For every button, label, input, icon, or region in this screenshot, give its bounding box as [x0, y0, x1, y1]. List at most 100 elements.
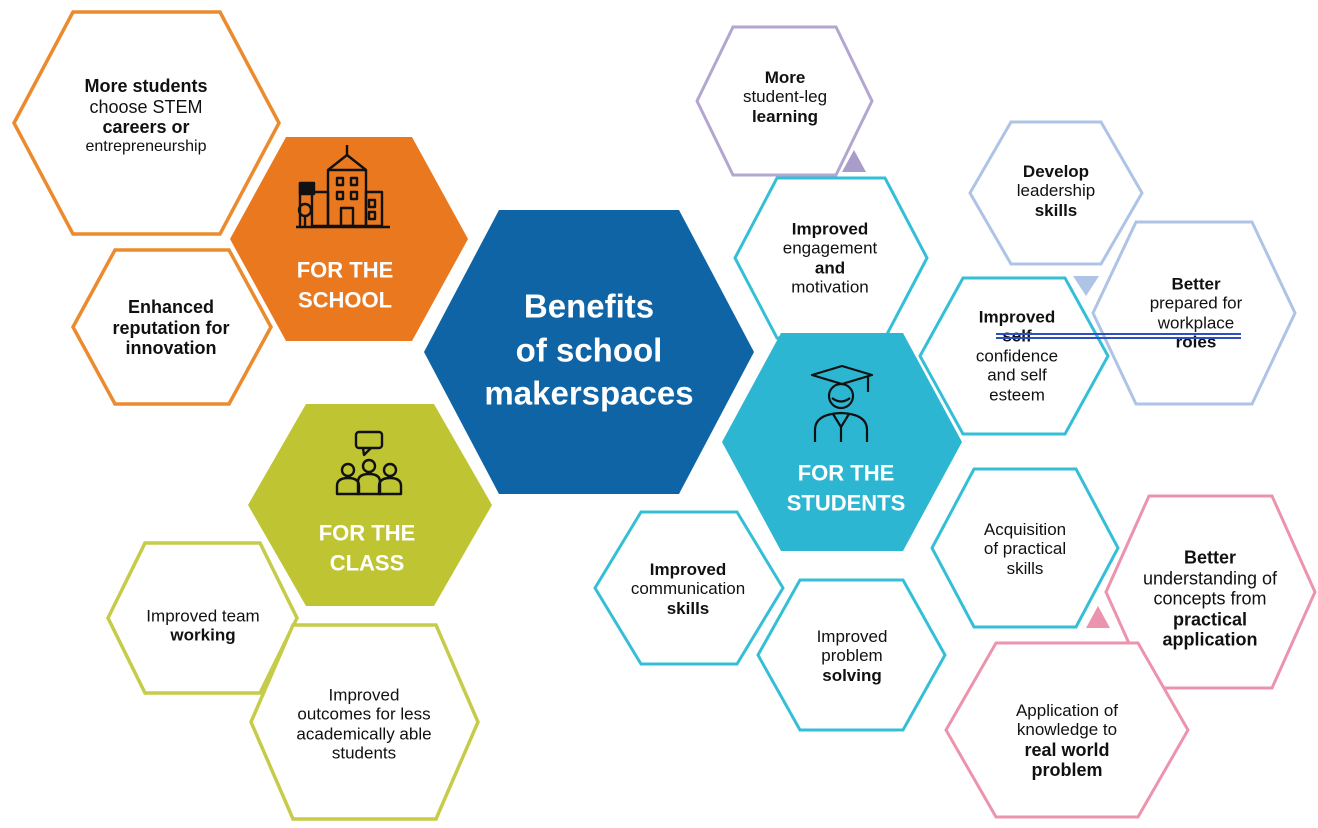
benefit-text-line: student-leg — [742, 87, 828, 107]
benefit-text-line: application — [1162, 629, 1258, 650]
benefit-text-line: self — [1002, 326, 1032, 346]
benefit-text-line: Improved — [328, 685, 400, 705]
benefit-better-understanding: Better understanding of concepts from pr… — [1143, 548, 1277, 651]
benefit-text-line: Improved — [816, 626, 888, 646]
benefit-improved-team-working: Improved team working — [146, 607, 259, 646]
category-class-line-2: CLASS — [329, 550, 405, 575]
benefit-text-line: motivation — [791, 277, 869, 297]
center-title: Benefits of school makerspaces — [484, 285, 693, 416]
benefit-text-line: Acquisition — [983, 519, 1067, 539]
benefit-text-line: students — [331, 743, 397, 763]
hex-develop-leadership — [968, 120, 1144, 266]
benefit-text-line: understanding of — [1142, 568, 1278, 589]
hex-more-students-stem — [12, 10, 281, 236]
benefit-text-line: academically able — [296, 724, 432, 743]
hex-improved-outcomes — [249, 623, 480, 821]
benefit-text-line: skills — [666, 598, 710, 618]
hex-improved-self-confidence — [918, 276, 1110, 436]
benefit-text-line: Better — [1171, 274, 1221, 294]
benefit-text-line: of practical — [983, 539, 1067, 559]
benefit-text-line: solving — [822, 665, 882, 685]
benefit-better-prepared: Better prepared for workplace roles — [1150, 274, 1243, 352]
category-students-label: FOR THE STUDENTS — [787, 458, 906, 517]
category-students-line-2: STUDENTS — [786, 490, 906, 515]
benefit-text-line: More students — [84, 76, 208, 97]
benefit-text-line: problem — [1031, 760, 1103, 781]
hex-improved-team-working — [106, 541, 299, 695]
benefit-text-line: skills — [1034, 200, 1078, 220]
graduate-student-icon — [810, 364, 874, 442]
category-class-line-1: FOR THE — [318, 520, 416, 546]
benefit-text-line: careers or — [102, 117, 190, 138]
hex-better-prepared — [1091, 220, 1297, 406]
benefit-text-line: Improved — [649, 559, 727, 579]
hex-center — [424, 210, 754, 494]
benefit-text-line: Improved — [791, 219, 869, 239]
benefit-text-line: skills — [1006, 558, 1044, 578]
benefit-text-line: engagement — [782, 238, 878, 258]
center-title-line-3: makerspaces — [484, 374, 694, 412]
benefit-text-line: choose STEM — [89, 96, 203, 117]
connector-triangle-lightblue — [1073, 276, 1099, 296]
benefit-text-line: knowledge to — [1016, 720, 1118, 740]
benefit-improved-engagement: Improved engagement and motivation — [783, 219, 878, 297]
benefit-enhanced-reputation: Enhanced reputation for innovation — [113, 297, 230, 359]
benefit-text-line: Improved — [978, 307, 1056, 327]
double-underline-mark — [996, 333, 1241, 339]
category-school-line-2: SCHOOL — [297, 287, 393, 312]
benefit-text-line: and — [814, 258, 846, 277]
benefit-acquisition-practical: Acquisition of practical skills — [984, 520, 1066, 578]
hex-more-student-led-learning — [695, 25, 874, 177]
benefit-application-knowledge: Application of knowledge to real world p… — [1016, 701, 1118, 781]
benefit-text-line: Better — [1183, 547, 1237, 568]
category-school-line-1: FOR THE — [296, 257, 394, 283]
benefit-text-line: innovation — [125, 338, 217, 359]
benefit-text-line: entrepreneurship — [85, 137, 207, 155]
benefit-text-line: concepts from — [1153, 588, 1267, 609]
benefit-develop-leadership: Develop leadership skills — [1017, 162, 1095, 220]
center-title-line-1: Benefits — [523, 287, 655, 325]
benefit-text-line: working — [170, 626, 236, 645]
benefit-text-line: prepared for — [1149, 293, 1243, 313]
hex-improved-engagement — [733, 176, 929, 340]
benefit-text-line: Application of — [1015, 701, 1119, 721]
benefit-more-student-led-learning: More student-leg learning — [743, 68, 827, 126]
benefit-text-line: Enhanced — [127, 297, 215, 318]
benefit-text-line: esteem — [989, 385, 1045, 405]
hex-for-the-school — [230, 137, 468, 341]
hex-improved-problem-solving — [756, 578, 947, 732]
benefit-text-line: practical — [1172, 609, 1248, 630]
connector-triangle-pink — [1086, 606, 1110, 628]
hex-for-the-class — [248, 404, 492, 606]
benefit-improved-communication: Improved communication skills — [631, 560, 745, 618]
category-students-line-1: FOR THE — [797, 460, 895, 486]
connector-triangle-lavender — [842, 150, 866, 172]
category-class-label: FOR THE CLASS — [319, 518, 416, 577]
benefit-text-line: More — [764, 67, 806, 87]
center-title-line-2: of school — [515, 331, 663, 369]
hex-enhanced-reputation — [71, 248, 273, 406]
benefit-text-line: workplace — [1157, 313, 1235, 332]
hex-acquisition-practical — [930, 467, 1120, 629]
benefit-text-line: learning — [751, 106, 819, 126]
benefit-text-line: Improved team — [146, 606, 260, 626]
benefit-text-line: reputation for — [112, 317, 230, 338]
benefit-improved-problem-solving: Improved problem solving — [817, 627, 888, 685]
benefit-text-line: leadership — [1016, 181, 1096, 201]
benefit-more-students-stem: More students choose STEM careers or ent… — [84, 76, 207, 156]
benefit-text-line: confidence — [975, 346, 1059, 366]
benefit-text-line: Develop — [1022, 161, 1090, 181]
hex-improved-communication — [593, 510, 785, 666]
benefit-text-line: communication — [630, 579, 746, 599]
benefit-text-line: real world — [1024, 739, 1110, 760]
benefit-text-line: and self — [987, 365, 1047, 385]
benefit-improved-outcomes: Improved outcomes for less academically … — [296, 685, 431, 763]
category-school-label: FOR THE SCHOOL — [297, 255, 394, 314]
benefit-text-line: outcomes for less — [297, 704, 431, 724]
benefit-text-line: problem — [821, 646, 883, 666]
hex-application-knowledge — [944, 641, 1190, 819]
group-discussion-icon — [335, 430, 403, 496]
school-building-icon — [296, 145, 390, 229]
benefit-improved-self-confidence: Improved self confidence and self esteem — [976, 308, 1058, 405]
